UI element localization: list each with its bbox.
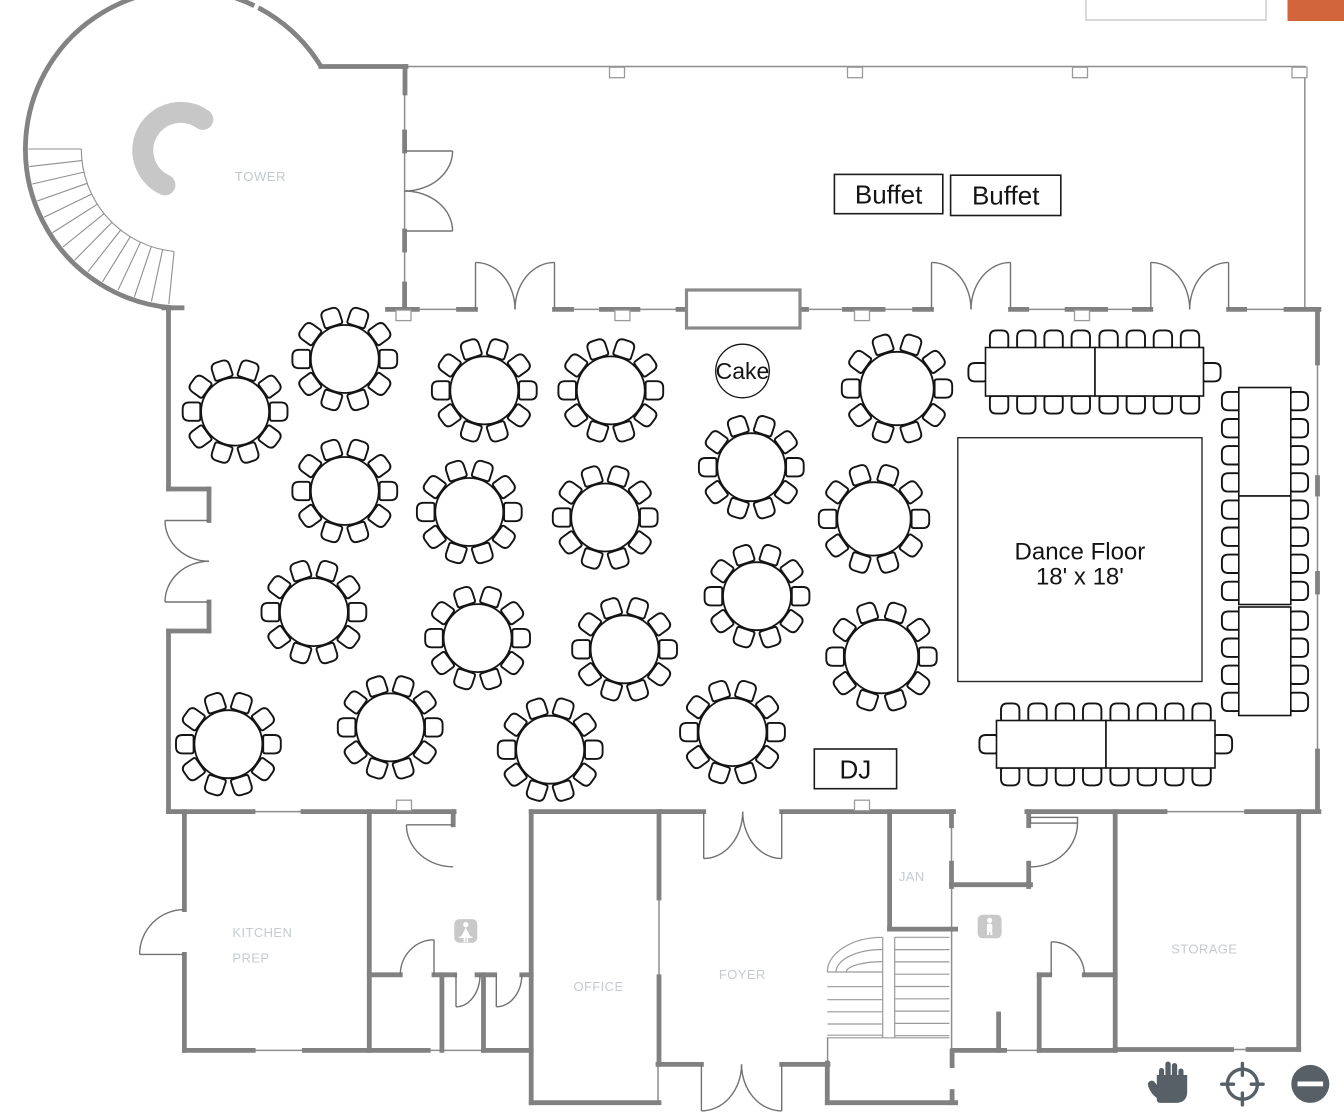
- svg-text:Buffet: Buffet: [972, 181, 1040, 211]
- svg-text:Dance Floor: Dance Floor: [1015, 539, 1146, 566]
- svg-text:Cake: Cake: [716, 358, 770, 384]
- svg-text:JAN: JAN: [899, 869, 925, 884]
- svg-text:FOYER: FOYER: [719, 967, 766, 982]
- svg-text:18' x 18': 18' x 18': [1036, 564, 1124, 591]
- svg-text:PREP: PREP: [232, 951, 269, 966]
- svg-text:KITCHEN: KITCHEN: [232, 925, 292, 940]
- svg-text:DJ: DJ: [840, 754, 872, 784]
- svg-text:STORAGE: STORAGE: [1171, 942, 1237, 957]
- svg-text:TOWER: TOWER: [235, 169, 286, 184]
- svg-text:OFFICE: OFFICE: [573, 979, 623, 994]
- svg-text:Buffet: Buffet: [855, 180, 923, 210]
